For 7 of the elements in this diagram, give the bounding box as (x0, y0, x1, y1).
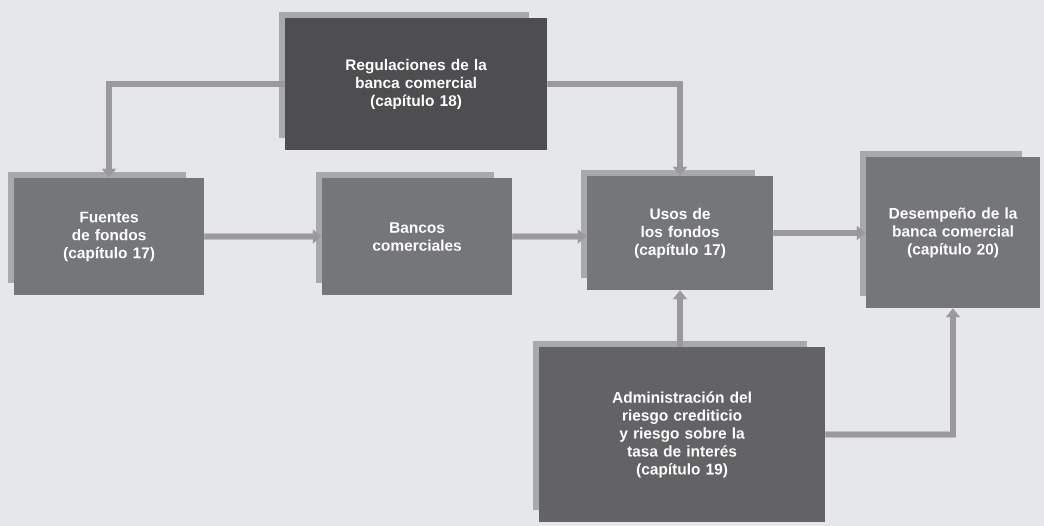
process-box: Desempeño de la banca comercial (capítulo 20) (860, 151, 1040, 308)
process-box: Administración del riesgo crediticio y riesgo sobre la tasa de interés (capítulo 19) (533, 341, 825, 522)
process-box: Usos de los fondos (capítulo 17) (581, 170, 773, 290)
process-box: Regulaciones de la banca comercial (capítulo 18) (279, 12, 547, 150)
arrow (547, 81, 688, 176)
process-box: Fuentes de fondos (capítulo 17) (8, 172, 204, 295)
process-box: Bancos comerciales (316, 172, 512, 295)
